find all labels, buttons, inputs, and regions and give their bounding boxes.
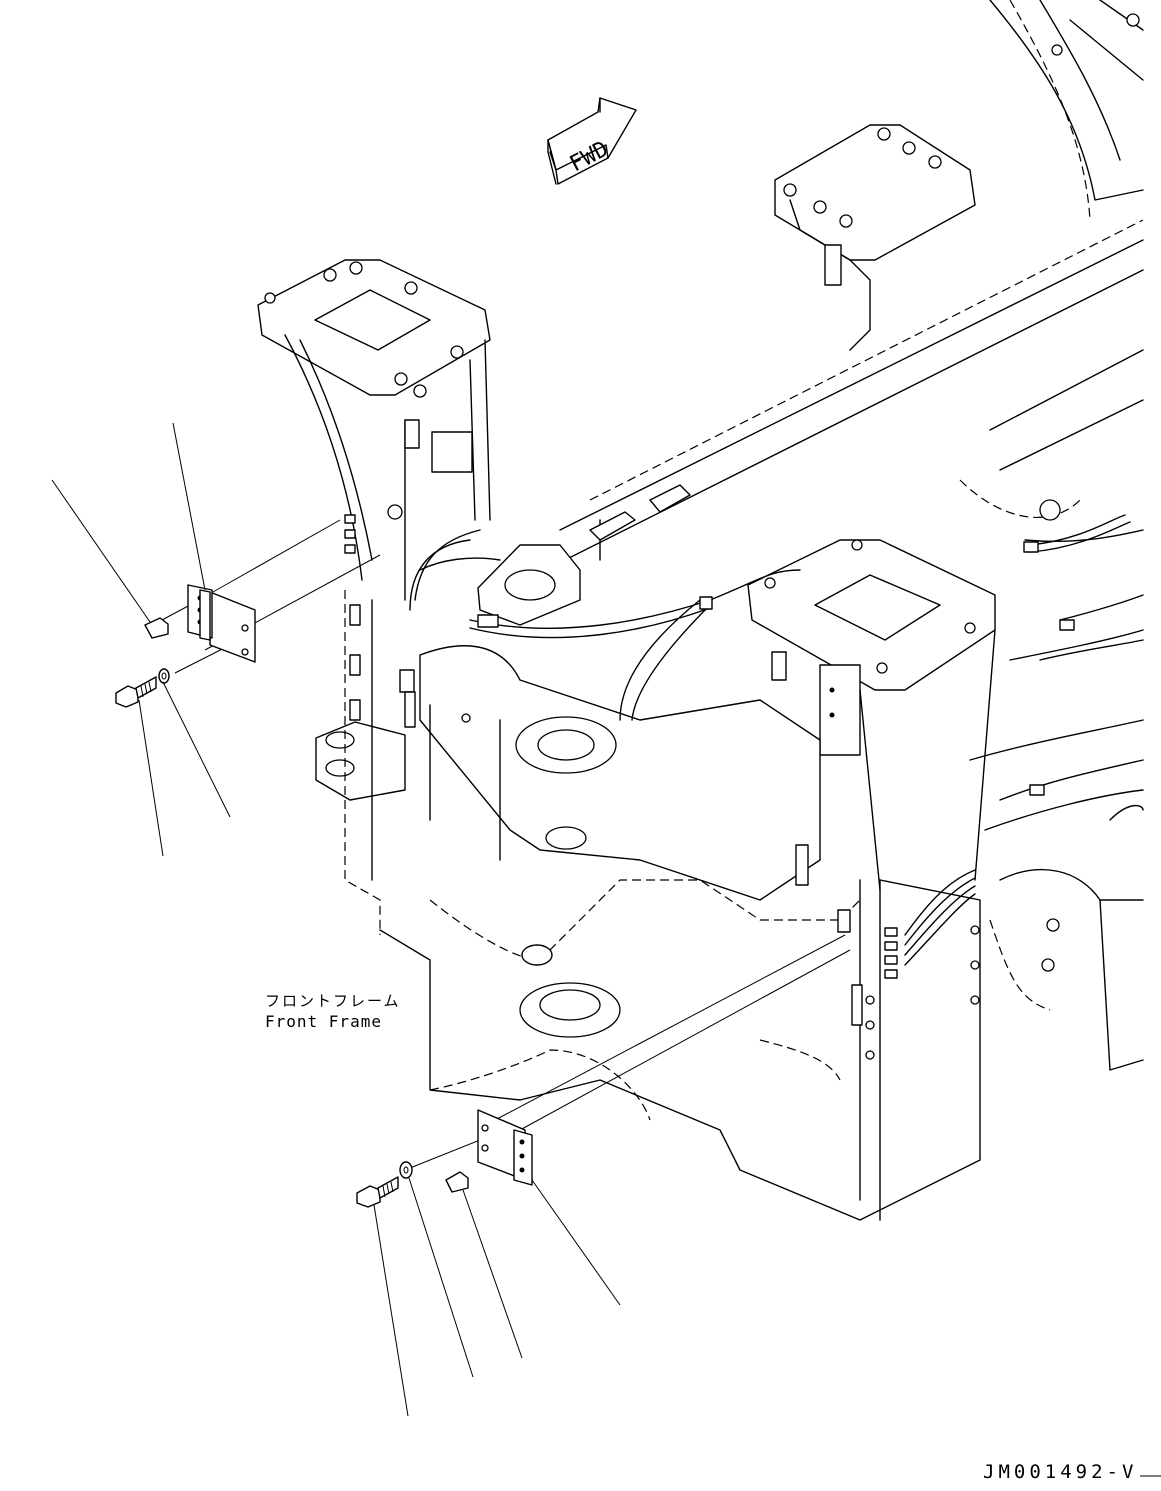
drawing-number: JM001492-V (983, 1461, 1138, 1483)
front-frame (257, 0, 1144, 1221)
upper-bracket-assembly (115, 519, 381, 708)
forward-direction-arrow (547, 97, 637, 185)
front-frame-label-en: Front Frame (265, 1012, 382, 1031)
hydraulic-hoses (344, 514, 1144, 979)
lower-bracket-assembly (356, 934, 851, 1208)
leader-lines (51, 422, 621, 1417)
front-frame-label-jp: フロントフレーム (265, 992, 401, 1010)
